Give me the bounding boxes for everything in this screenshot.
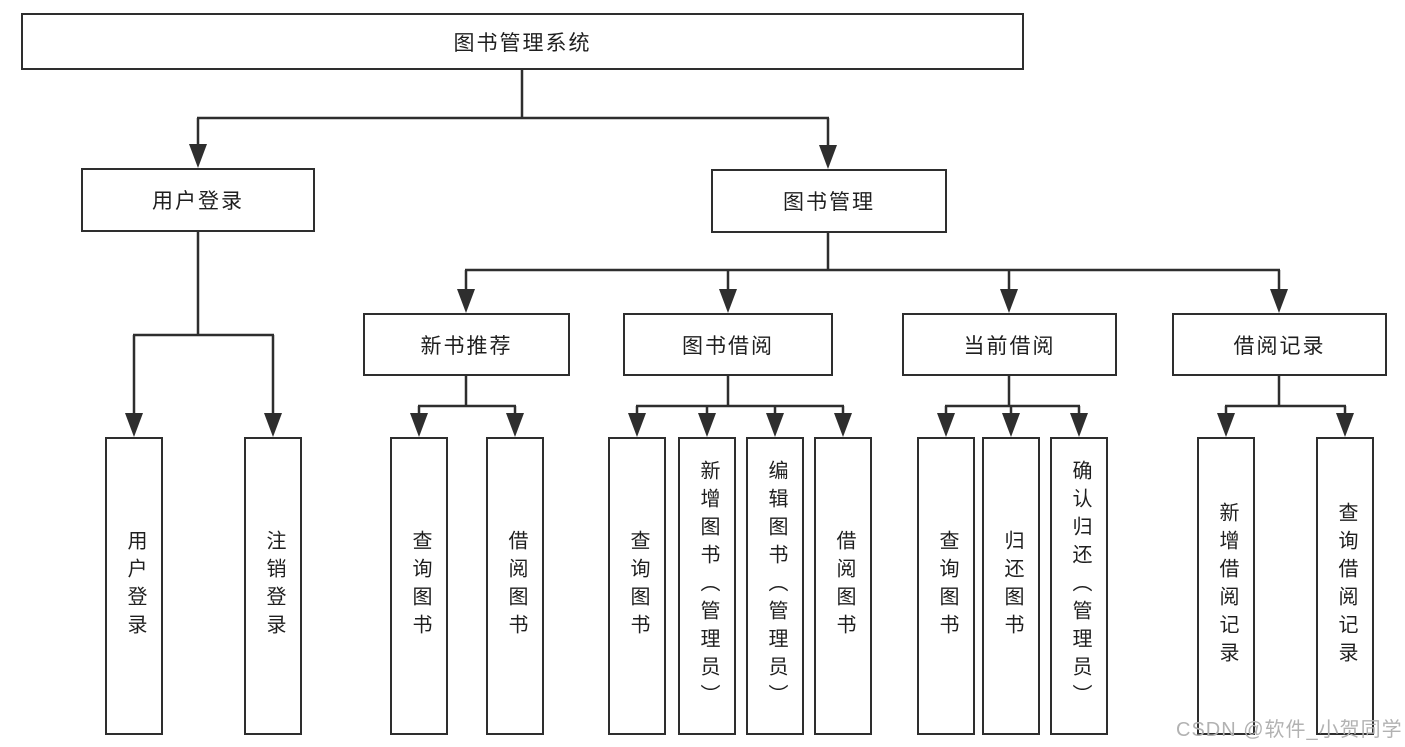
arrowhead — [1217, 413, 1235, 437]
leaf-borrow-books-recommend: 借阅图书 — [486, 437, 544, 735]
arrowhead — [719, 289, 737, 313]
leaf-user-login: 用户登录 — [105, 437, 163, 735]
arrowhead — [766, 413, 784, 437]
leaf-return-books: 归还图书 — [982, 437, 1040, 735]
arrowhead — [1002, 413, 1020, 437]
leaf-query-books-current: 查询图书 — [917, 437, 975, 735]
arrowhead — [506, 413, 524, 437]
node-new-book-recommendation: 新书推荐 — [363, 313, 570, 376]
watermark: CSDN @软件_小贺同学 — [1176, 719, 1403, 741]
leaf-add-borrow-record: 新增借阅记录 — [1197, 437, 1255, 735]
arrowhead — [834, 413, 852, 437]
node-book-management: 图书管理 — [711, 169, 947, 233]
node-user-login: 用户登录 — [81, 168, 315, 232]
arrowhead — [125, 413, 143, 437]
node-book-borrowing: 图书借阅 — [623, 313, 833, 376]
arrowhead — [264, 413, 282, 437]
arrowhead — [819, 145, 837, 169]
leaf-query-books-borrow: 查询图书 — [608, 437, 666, 735]
arrowhead — [410, 413, 428, 437]
leaf-query-borrow-record: 查询借阅记录 — [1316, 437, 1374, 735]
node-borrowing-records: 借阅记录 — [1172, 313, 1387, 376]
arrowhead — [1336, 413, 1354, 437]
leaf-logout: 注销登录 — [244, 437, 302, 735]
leaf-add-book-admin: 新增图书（管理员） — [678, 437, 736, 735]
arrowhead — [457, 289, 475, 313]
arrowhead — [698, 413, 716, 437]
leaf-edit-book-admin: 编辑图书（管理员） — [746, 437, 804, 735]
arrowhead — [1270, 289, 1288, 313]
arrowhead — [1070, 413, 1088, 437]
node-current-borrowing: 当前借阅 — [902, 313, 1117, 376]
leaf-confirm-return-admin: 确认归还（管理员） — [1050, 437, 1108, 735]
node-library-management-system: 图书管理系统 — [21, 13, 1024, 70]
arrowheads — [125, 144, 1354, 437]
arrowhead — [937, 413, 955, 437]
arrowhead — [628, 413, 646, 437]
leaf-borrow-books: 借阅图书 — [814, 437, 872, 735]
arrowhead — [1000, 289, 1018, 313]
arrowhead — [189, 144, 207, 168]
leaf-query-books-recommend: 查询图书 — [390, 437, 448, 735]
